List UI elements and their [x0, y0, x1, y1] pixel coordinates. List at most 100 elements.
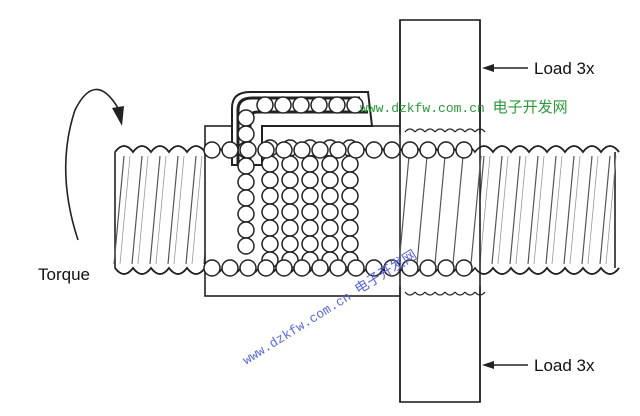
thread-shade	[173, 155, 185, 265]
flange-thread	[464, 128, 476, 133]
ball	[237, 173, 255, 191]
thread-shade	[587, 155, 599, 265]
load-arrowhead	[482, 361, 494, 369]
watermark-green: www.dzkfw.com.cn 电子开发网	[360, 96, 568, 117]
thread-shade	[533, 155, 545, 265]
ball	[281, 187, 299, 205]
ball	[321, 219, 339, 237]
thread-line	[509, 155, 521, 265]
ball	[237, 109, 255, 127]
ball	[239, 259, 257, 277]
ball	[365, 141, 383, 159]
flange-thread	[414, 128, 426, 133]
return-tube-inner	[236, 96, 360, 165]
ball	[347, 141, 365, 159]
ball	[281, 235, 299, 253]
thread-shade	[605, 155, 617, 265]
ball	[301, 171, 319, 189]
ball	[237, 125, 255, 143]
ball	[237, 189, 255, 207]
ball	[311, 259, 329, 277]
ball	[275, 259, 293, 277]
ball	[383, 141, 401, 159]
ball	[321, 203, 339, 221]
flange-thread	[404, 291, 416, 296]
load-arrowhead	[482, 64, 494, 72]
ball	[341, 219, 359, 237]
ball	[365, 259, 383, 277]
flange-thread	[414, 291, 426, 296]
flange-thread	[434, 128, 446, 133]
ball	[257, 141, 275, 159]
ball	[292, 96, 310, 114]
ball	[274, 96, 292, 114]
ball	[341, 187, 359, 205]
flange-thread	[454, 291, 466, 296]
ball	[321, 187, 339, 205]
torque-arrowhead	[112, 106, 124, 126]
ball	[261, 187, 279, 205]
ball	[301, 187, 319, 205]
ball	[341, 203, 359, 221]
thread-shade	[155, 155, 167, 265]
ball	[401, 259, 419, 277]
ball	[329, 141, 347, 159]
ball	[310, 96, 328, 114]
ball	[239, 141, 257, 159]
ball	[419, 259, 437, 277]
flange-thread	[434, 291, 446, 296]
ball	[261, 171, 279, 189]
torque-label: Torque	[38, 265, 90, 284]
ball	[321, 235, 339, 253]
ball	[341, 171, 359, 189]
ball	[293, 259, 311, 277]
ball	[261, 203, 279, 221]
flange-thread	[454, 128, 466, 133]
ball	[341, 235, 359, 253]
ball	[437, 259, 455, 277]
ball	[383, 259, 401, 277]
ball	[281, 171, 299, 189]
thread-line	[185, 155, 197, 265]
ball	[261, 235, 279, 253]
ball	[419, 141, 437, 159]
ball	[346, 96, 364, 114]
flange-thread	[444, 291, 456, 296]
ball	[329, 259, 347, 277]
thread-shade	[551, 155, 563, 265]
ball	[301, 203, 319, 221]
flange-thread	[444, 128, 456, 133]
thread-line	[470, 155, 482, 265]
ball	[203, 259, 221, 277]
ball	[257, 259, 275, 277]
ball	[237, 157, 255, 175]
thread-line	[545, 155, 557, 265]
thread-line	[434, 155, 446, 265]
flange-thread	[424, 291, 436, 296]
thread-shade	[569, 155, 581, 265]
ball	[455, 259, 473, 277]
ball	[221, 259, 239, 277]
thread-shade	[137, 155, 149, 265]
ball	[328, 96, 346, 114]
watermark-green-cn: 电子开发网	[492, 98, 568, 116]
ball	[455, 141, 473, 159]
thread-line	[599, 155, 611, 265]
thread-line	[167, 155, 179, 265]
ball	[261, 219, 279, 237]
flange-thread	[464, 291, 476, 296]
thread-shade	[191, 155, 203, 265]
ball	[301, 219, 319, 237]
ball	[437, 141, 455, 159]
ball	[293, 141, 311, 159]
flange-thread	[424, 128, 436, 133]
thread-line	[398, 155, 410, 265]
ball	[301, 235, 319, 253]
ball	[321, 171, 339, 189]
thread-line	[491, 155, 503, 265]
ball	[281, 203, 299, 221]
ball	[203, 141, 221, 159]
ball	[221, 141, 239, 159]
flange-thread	[404, 128, 416, 133]
